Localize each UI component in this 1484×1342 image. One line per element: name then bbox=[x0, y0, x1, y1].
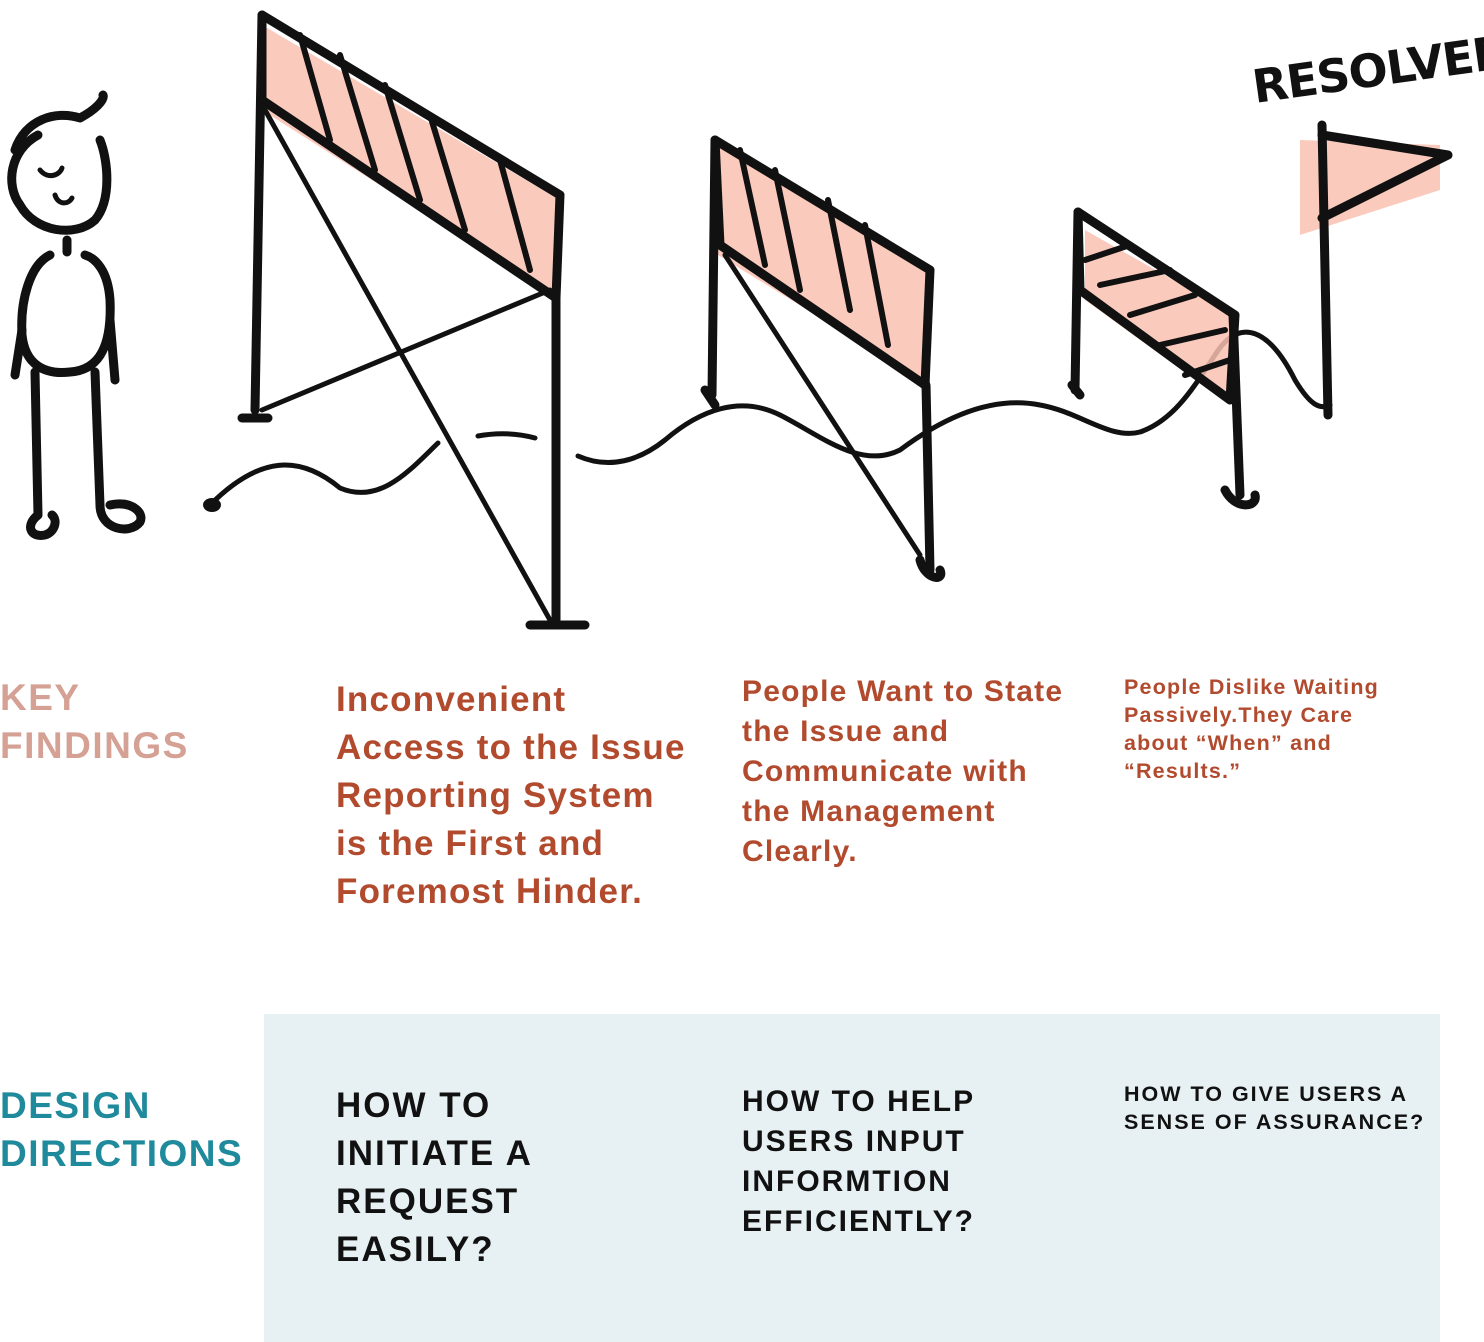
barrier-small bbox=[1067, 207, 1260, 510]
hurdles-illustration: RESOLVED bbox=[7, 10, 1484, 630]
finding-1: Inconvenient Access to the Issue Reporti… bbox=[336, 680, 686, 911]
finding-3: People Dislike Waiting Passively.They Ca… bbox=[1124, 675, 1379, 783]
barrier-large bbox=[237, 10, 590, 630]
design-directions-label: DESIGN DIRECTIONS bbox=[0, 1085, 244, 1174]
resolved-label: RESOLVED bbox=[1249, 24, 1484, 114]
journey-path bbox=[207, 329, 1333, 508]
design-directions-panel bbox=[264, 1014, 1440, 1342]
direction-1: HOW TO INITIATE A REQUEST EASILY? bbox=[336, 1086, 532, 1269]
finish-flag bbox=[1300, 120, 1453, 420]
finding-2: People Want to State the Issue and Commu… bbox=[742, 675, 1064, 868]
barrier-medium bbox=[700, 135, 946, 582]
direction-3: HOW TO GIVE USERS A SENSE OF ASSURANCE? bbox=[1124, 1082, 1426, 1134]
direction-2: HOW TO HELP USERS INPUT INFORMTION EFFIC… bbox=[742, 1085, 975, 1238]
person-figure bbox=[7, 90, 146, 540]
key-findings-label: KEY FINDINGS bbox=[0, 677, 189, 766]
